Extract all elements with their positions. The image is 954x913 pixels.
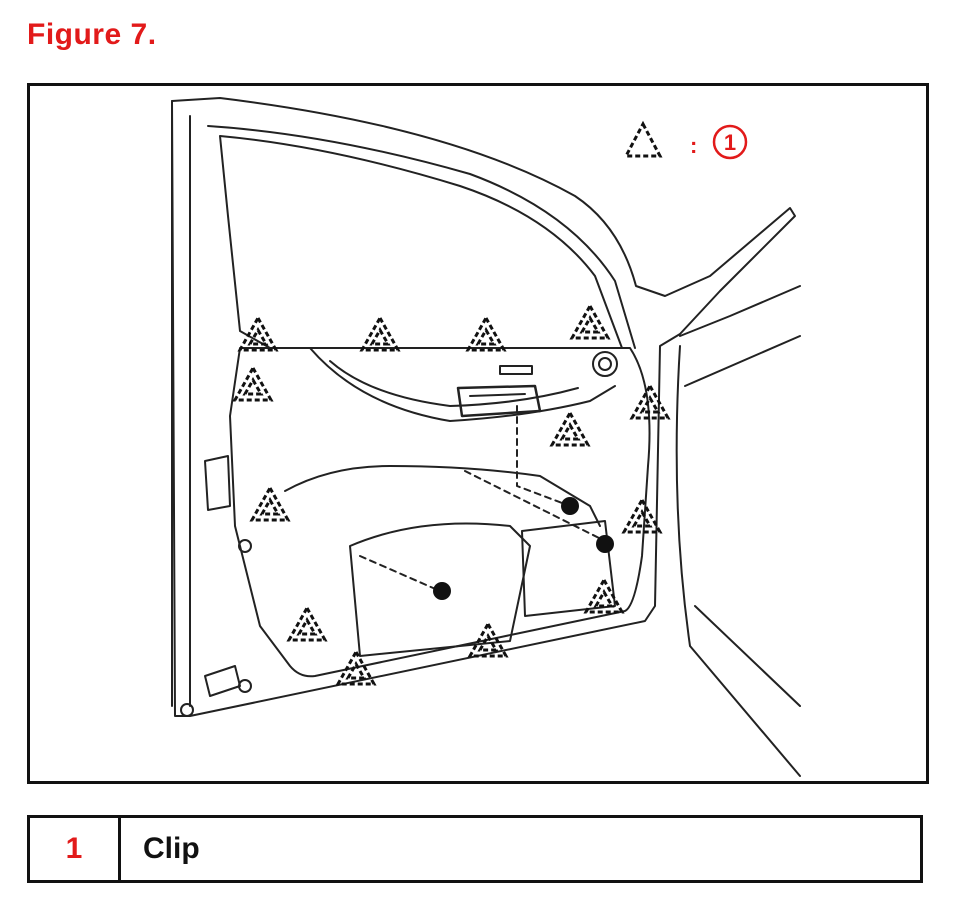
figure-title: Figure 7. bbox=[27, 18, 157, 51]
door-trim-diagram: : 1 bbox=[171, 97, 801, 777]
clip-triangle-inner bbox=[247, 326, 269, 346]
clip-triangle-icon bbox=[583, 576, 625, 614]
screw-icon bbox=[561, 497, 579, 515]
screw-leader-3 bbox=[359, 555, 441, 592]
clip-triangle-inner bbox=[369, 326, 391, 346]
clip-triangle-icon bbox=[569, 302, 611, 340]
clip-triangle-icon bbox=[629, 382, 671, 420]
legend-number: 1 bbox=[27, 815, 121, 883]
clip-triangle-inner bbox=[345, 660, 367, 680]
clip-triangle-icon bbox=[249, 484, 291, 522]
screw-icon bbox=[433, 582, 451, 600]
clip-triangle-icon bbox=[621, 496, 663, 534]
diagram-frame: : 1 bbox=[27, 83, 929, 784]
clip-triangle-icon bbox=[359, 314, 401, 352]
clip-triangle-icon bbox=[335, 648, 377, 686]
window-frame-inner-2 bbox=[207, 125, 636, 349]
door-handle bbox=[456, 384, 542, 418]
callout-legend bbox=[623, 120, 663, 158]
clip-triangle-icon bbox=[286, 604, 328, 642]
screw-leader-2 bbox=[464, 470, 606, 542]
clip-triangle-inner bbox=[639, 394, 661, 414]
clip-triangle-inner bbox=[475, 326, 497, 346]
screw-leader-1 bbox=[516, 405, 571, 507]
door-latch bbox=[204, 455, 231, 511]
clip-triangle-inner bbox=[296, 616, 318, 636]
lower-bracket bbox=[204, 665, 241, 697]
window-switch bbox=[499, 365, 533, 375]
pillar-bolt bbox=[238, 539, 252, 553]
clip-triangle-inner bbox=[631, 508, 653, 528]
door-frame-outline bbox=[171, 97, 796, 717]
screw-icon bbox=[596, 535, 614, 553]
clip-triangle-icon bbox=[232, 364, 274, 402]
clip-triangle-inner bbox=[579, 314, 601, 334]
clip-triangle-icon bbox=[467, 620, 509, 658]
armrest-lower bbox=[284, 465, 601, 527]
clip-triangle-inner bbox=[242, 376, 264, 396]
clip-triangle-icon bbox=[237, 314, 279, 352]
legend-label: Clip bbox=[118, 815, 923, 883]
clip-triangle-icon bbox=[465, 314, 507, 352]
pocket-right bbox=[521, 520, 616, 617]
armrest-upper bbox=[309, 347, 616, 422]
mirror-knob bbox=[592, 351, 618, 377]
callout-number: 1 bbox=[724, 130, 736, 155]
door-trim-outline bbox=[229, 347, 651, 678]
window-frame-inner bbox=[219, 135, 623, 349]
callout-circle bbox=[712, 124, 748, 160]
body-panel bbox=[675, 285, 801, 777]
clip-triangle-icon bbox=[623, 120, 663, 158]
pocket-outline bbox=[349, 522, 531, 657]
callout-separator: : bbox=[690, 133, 697, 158]
armrest-curve bbox=[329, 360, 579, 407]
clip-triangle-inner bbox=[477, 632, 499, 652]
clip-triangle-inner bbox=[593, 588, 615, 608]
clip-triangle-icon bbox=[549, 409, 591, 447]
clip-triangle-inner bbox=[559, 421, 581, 441]
screws bbox=[433, 497, 614, 600]
clip-triangle-inner bbox=[259, 496, 281, 516]
